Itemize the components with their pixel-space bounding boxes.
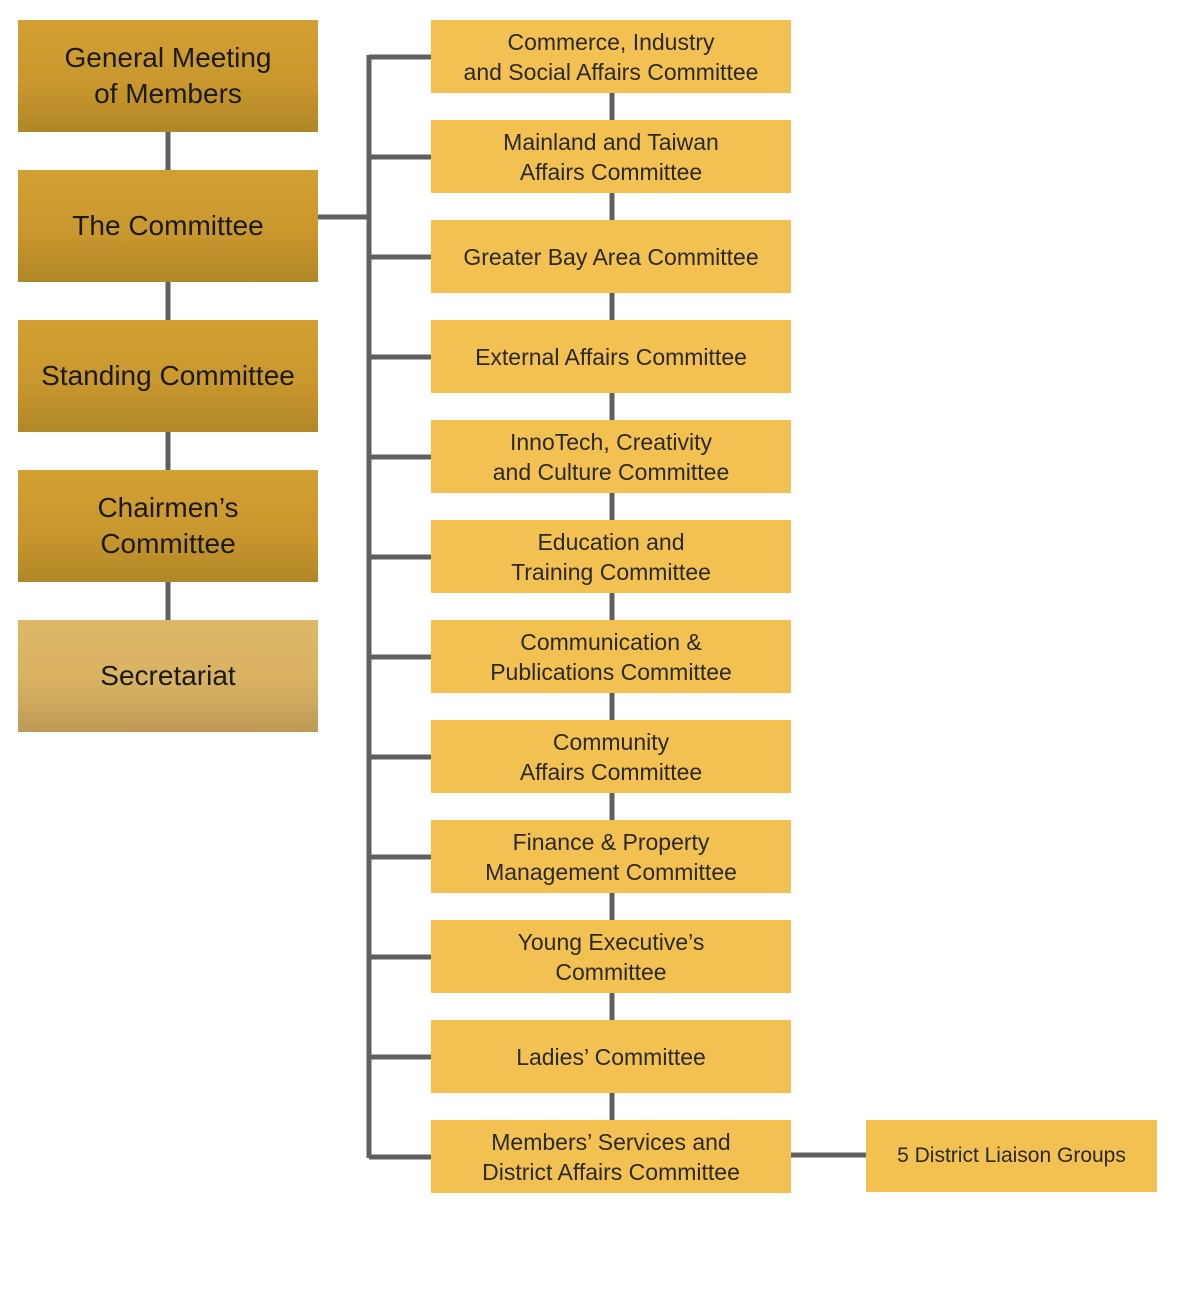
committee-box: InnoTech, Creativity and Culture Committ… — [431, 420, 791, 493]
committee-box: Communication & Publications Committee — [431, 620, 791, 693]
committee-box: Greater Bay Area Committee — [431, 220, 791, 293]
the-committee-box: The Committee — [18, 170, 318, 282]
committee-box: Members’ Services and District Affairs C… — [431, 1120, 791, 1193]
district-liaison-groups-box: 5 District Liaison Groups — [866, 1120, 1157, 1192]
committee-box: Ladies’ Committee — [431, 1020, 791, 1093]
committee-box: Young Executive’s Committee — [431, 920, 791, 993]
committee-box: Education and Training Committee — [431, 520, 791, 593]
committee-box: Finance & Property Management Committee — [431, 820, 791, 893]
secretariat-box: Secretariat — [18, 620, 318, 732]
committee-box: Commerce, Industry and Social Affairs Co… — [431, 20, 791, 93]
chairmens-committee-box: Chairmen’s Committee — [18, 470, 318, 582]
standing-committee-box: Standing Committee — [18, 320, 318, 432]
committee-box: Community Affairs Committee — [431, 720, 791, 793]
committee-box: External Affairs Committee — [431, 320, 791, 393]
committee-box: Mainland and Taiwan Affairs Committee — [431, 120, 791, 193]
general-meeting-box: General Meeting of Members — [18, 20, 318, 132]
